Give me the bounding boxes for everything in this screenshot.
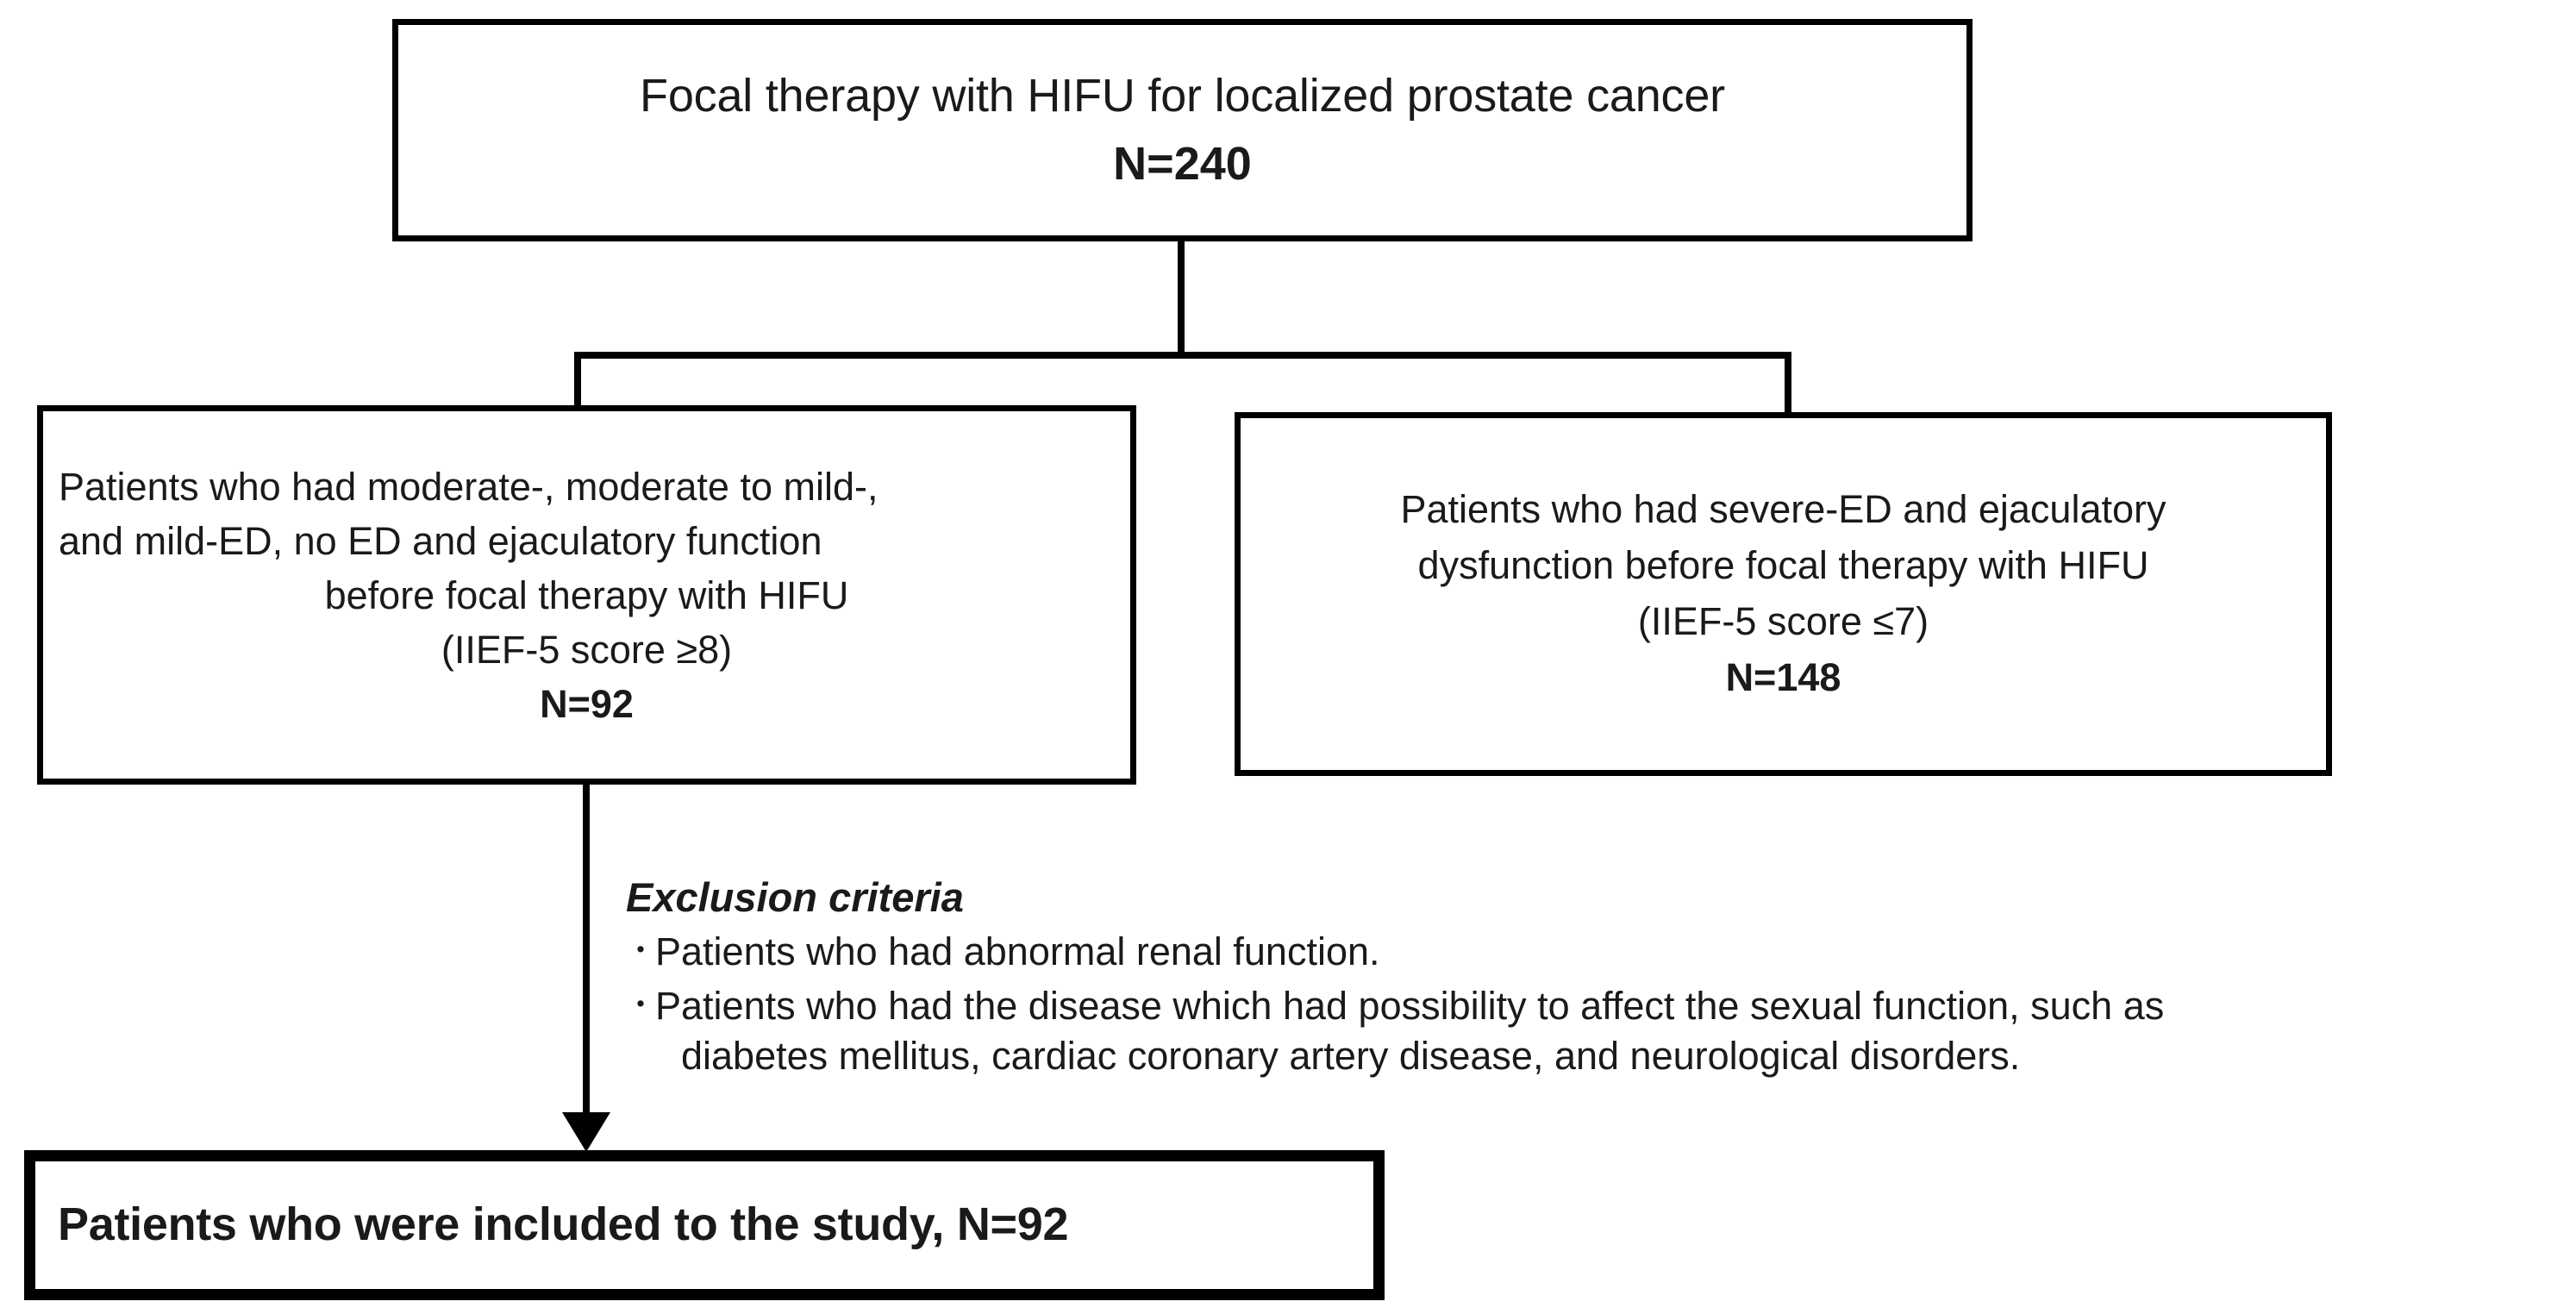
bullet-dot-icon: ・ xyxy=(626,988,655,1022)
severe-ed-line-1: Patients who had severe-ED and ejaculato… xyxy=(1400,487,2166,532)
eligible-ed-count: N=92 xyxy=(540,681,634,726)
eligible-ed-line-2: and mild-ED, no ED and ejaculatory funct… xyxy=(59,518,822,563)
connector-vertical-stem xyxy=(1178,241,1185,359)
included-study-label: Patients who were included to the study,… xyxy=(58,1198,1069,1251)
connector-drop-right xyxy=(1785,352,1791,416)
connector-horizontal-bar xyxy=(574,352,1791,359)
cohort-box-severe-ed: Patients who had severe-ED and ejaculato… xyxy=(1235,412,2332,776)
cohort-total-title: Focal therapy with HIFU for localized pr… xyxy=(640,69,1725,122)
cohort-box-eligible-ed: Patients who had moderate-, moderate to … xyxy=(37,405,1136,785)
eligible-ed-iief-criterion: (IIEF-5 score ≥8) xyxy=(441,627,733,672)
exclusion-criteria-item-text-line-1: Patients who had the disease which had p… xyxy=(655,983,2165,1028)
bullet-dot-icon: ・ xyxy=(626,935,655,968)
eligible-ed-line-1: Patients who had moderate-, moderate to … xyxy=(59,464,878,509)
exclusion-criteria-title: Exclusion criteria xyxy=(626,874,964,920)
connector-drop-left xyxy=(574,352,581,409)
exclusion-criteria-item-text-line-2: diabetes mellitus, cardiac coronary arte… xyxy=(681,1034,2021,1079)
exclusion-criteria-item-text: Patients who had the disease which had p… xyxy=(655,981,2557,1082)
exclusion-criteria-item: ・ Patients who had abnormal renal functi… xyxy=(626,927,2557,978)
connector-arrow-shaft xyxy=(583,781,590,1119)
severe-ed-line-2: dysfunction before focal therapy with HI… xyxy=(1417,543,2149,588)
exclusion-criteria-item-text: Patients who had abnormal renal function… xyxy=(655,929,1380,974)
exclusion-criteria-item: ・ Patients who had the disease which had… xyxy=(626,981,2557,1082)
cohort-total-count: N=240 xyxy=(1113,138,1252,190)
cohort-box-total: Focal therapy with HIFU for localized pr… xyxy=(392,19,1973,241)
connector-arrow-head-icon xyxy=(562,1112,610,1152)
eligible-ed-line-3: before focal therapy with HIFU xyxy=(324,573,849,617)
cohort-box-included: Patients who were included to the study,… xyxy=(24,1150,1385,1300)
exclusion-criteria-block: Exclusion criteria ・ Patients who had ab… xyxy=(626,873,2557,1082)
severe-ed-iief-criterion: (IIEF-5 score ≤7) xyxy=(1637,599,1929,643)
severe-ed-count: N=148 xyxy=(1725,654,1841,699)
